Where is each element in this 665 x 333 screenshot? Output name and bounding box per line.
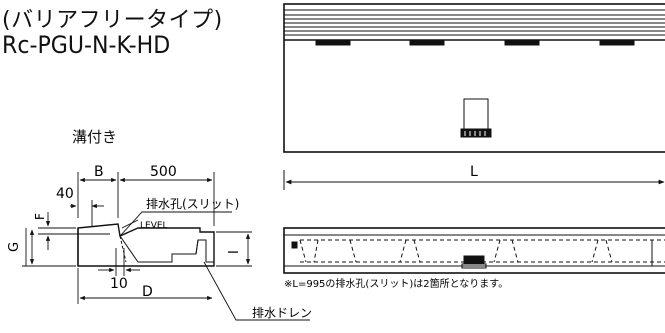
side-view xyxy=(283,227,665,274)
dim-B-label: B xyxy=(94,164,104,180)
dim-10-label: 10 xyxy=(110,276,128,292)
dim-500-label: 500 xyxy=(150,164,177,180)
product-code-title: Rc-PGU-N-K-HD xyxy=(2,31,171,59)
section-dimensions xyxy=(22,172,310,321)
drain-label: 排水ドレン xyxy=(252,306,312,320)
dim-40-label: 40 xyxy=(56,186,74,202)
product-type-title: (バリアフリータイプ) xyxy=(2,8,223,33)
dim-F-label: F xyxy=(33,213,47,220)
dim-L-label: L xyxy=(470,164,478,180)
slit-label: 排水孔(スリット) xyxy=(146,197,239,211)
level-label: LEVEL xyxy=(140,221,168,231)
dim-D-label: D xyxy=(142,284,153,300)
plan-view xyxy=(283,3,665,153)
dim-G-label: G xyxy=(7,242,22,252)
slit-note: ※L=995の排水孔(スリット)は2箇所となります。 xyxy=(284,277,508,290)
dimension-L xyxy=(283,170,665,190)
section-subtitle: 溝付き xyxy=(72,128,118,146)
dim-I-label: I xyxy=(227,250,242,254)
